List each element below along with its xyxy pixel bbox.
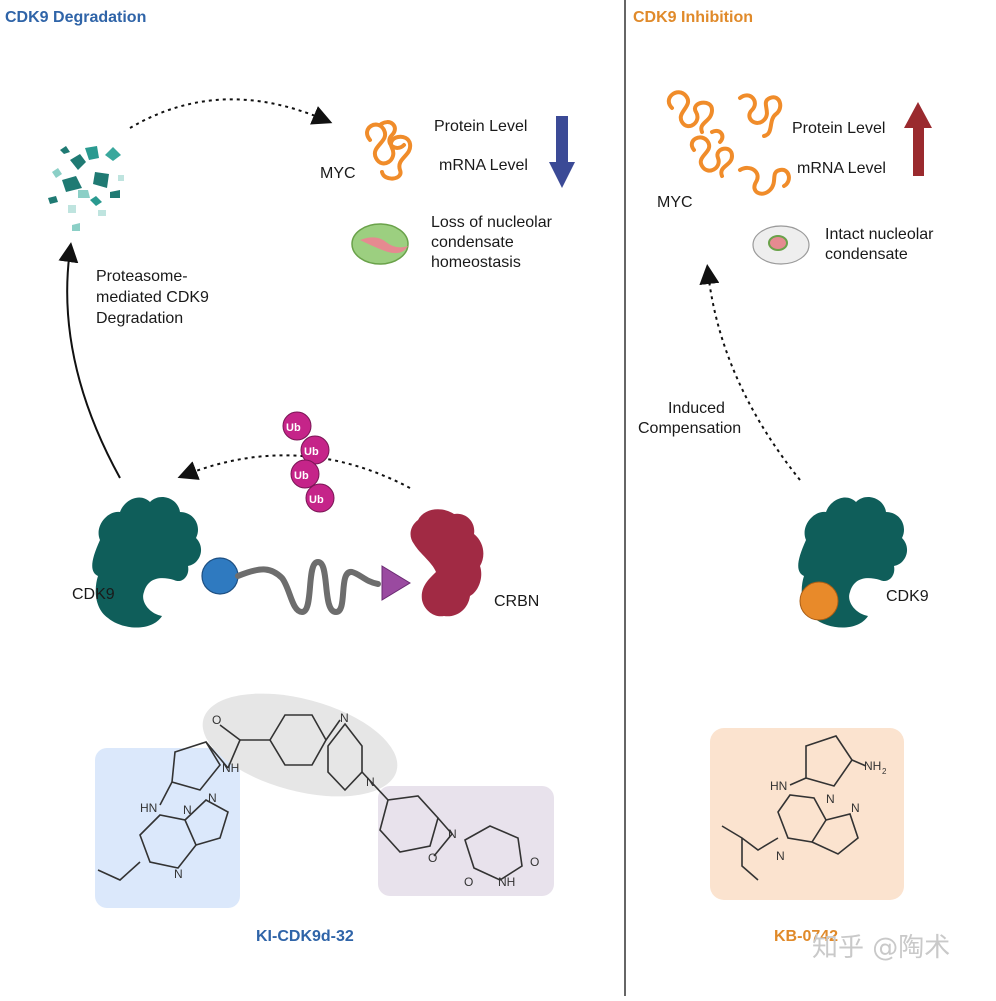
ub-label-3: Ub [294,470,309,482]
atom-n-pz2: N [208,791,217,805]
crbn-protein-icon [410,509,484,617]
ubiquitin-1 [282,411,312,441]
atom-nh2: NH [864,759,881,773]
left-panel-title: CDK9 Degradation [5,9,147,26]
atom-n-lactam: N [448,827,457,841]
right-panel-title: CDK9 Inhibition [633,9,753,26]
right-cdk9-label: CDK9 [886,588,929,605]
disrupted-nucleolus-icon [351,223,409,265]
atom-nh2-sub: 2 [882,767,887,776]
myc-protein-icon [365,120,413,181]
atom-n-pip2: N [366,775,375,789]
compensation-note-line-2: Compensation [638,420,742,437]
ubiquitin-3 [290,459,320,489]
proteasome-degradation-arrow [58,242,121,479]
nucleolar-loss-line-2: condensate [431,234,514,251]
ubiquitin-transfer-arrow [177,454,411,489]
nucleolar-intact-line-2: condensate [825,246,908,263]
ubiquitin-4 [305,483,335,513]
degradation-note-line-1: Proteasome- [96,268,188,285]
warhead-highlight-box [95,748,240,908]
degradation-note-line-3: Degradation [96,310,184,327]
cdk9-protein-icon [92,497,202,628]
left-compound-name: KI-CDK9d-32 [256,928,354,945]
nucleolar-loss-line-3: homeostasis [431,254,521,271]
myc-protein-cluster-icon [666,90,791,196]
atom-o-amide: O [212,713,221,727]
atom-o-imide1: O [464,875,473,889]
degradation-note-line-2: mediated CDK9 [96,289,209,306]
atom-nh-imide: NH [498,875,515,889]
degraded-fragments-icon [48,146,124,231]
ki-cdk9d-32-atoms: NH HN N N N N N N NH O O O O [140,711,539,889]
intact-nucleolus-icon [752,225,810,265]
left-mrna-level-label: mRNA Level [439,157,528,174]
right-myc-label: MYC [657,194,693,211]
left-myc-label: MYC [320,165,356,182]
left-protein-level-label: Protein Level [434,118,528,135]
nucleolar-intact-line-1: Intact nucleolar [825,226,934,243]
level-down-arrow [549,116,575,188]
crbn-label: CRBN [494,593,540,610]
ubiquitin-chain [282,411,335,513]
atom-n-pz1: N [183,803,192,817]
kb-0742-structure [721,735,867,881]
crbn-ligand-triangle [381,565,411,601]
protac-linker [235,558,381,616]
atom-hn: HN [770,779,787,793]
degradation-to-myc-arrow [129,98,333,129]
watermark: 知乎 @陶术 [812,933,951,963]
level-up-arrow [904,102,932,176]
atom-n-pz1: N [826,792,835,806]
right-compound-name: KB-0742 [774,928,839,945]
kb-0742-highlight-box [710,728,904,900]
atom-hn-left: HN [140,801,157,815]
ki-cdk9d-32-structure [97,714,523,881]
cdk9-warhead-ball [201,557,239,595]
left-cdk9-label: CDK9 [72,586,115,603]
atom-n-pyrim: N [776,849,785,863]
atom-n-pz2: N [851,801,860,815]
atom-n-pip1: N [340,711,349,725]
atom-o-imide2: O [530,855,539,869]
atom-o-lactam: O [428,851,437,865]
right-protein-level-label: Protein Level [792,120,886,137]
compensation-arrow [699,264,801,481]
atom-n-pyrim: N [174,867,183,881]
ub-label-4: Ub [309,494,324,506]
atom-nh-amide: NH [222,761,239,775]
linker-highlight-ellipse [202,693,398,797]
ub-label-2: Ub [304,446,319,458]
kb-0742-atoms: HN NH 2 N N N [770,759,887,863]
right-mrna-level-label: mRNA Level [797,160,886,177]
inhibitor-ball [799,581,839,621]
compensation-note-line-1: Induced [668,400,725,417]
nucleolar-loss-line-1: Loss of nucleolar [431,214,552,231]
ub-label-1: Ub [286,422,301,434]
